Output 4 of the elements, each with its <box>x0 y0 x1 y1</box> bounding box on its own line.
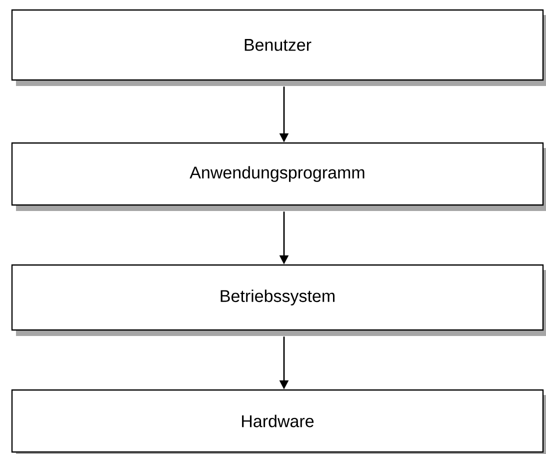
process-box: Anwendungsprogramm <box>11 142 546 211</box>
process-box: Betriebssystem <box>11 264 546 336</box>
process-box: Hardware <box>11 389 546 454</box>
process-box: Benutzer <box>11 9 546 86</box>
